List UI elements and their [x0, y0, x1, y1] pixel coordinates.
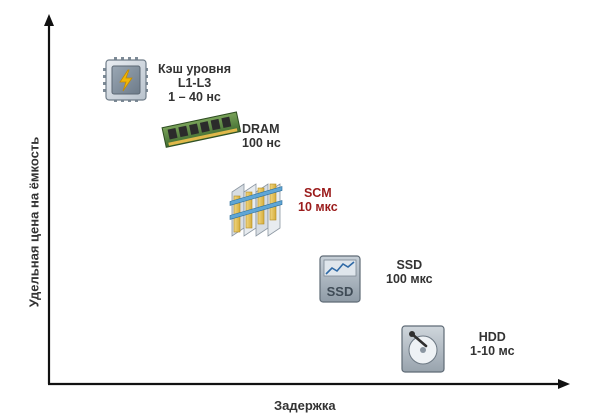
scm-label-line-1: SCM [303, 186, 332, 200]
hdd-label-line-2: 1-10 мс [470, 344, 515, 358]
cache-label-line-1: Кэш уровня [158, 62, 232, 76]
cache-label-line-2: L1-L3 [177, 76, 212, 90]
scm-label: SCM 10 мкс [298, 186, 338, 214]
hdd-icon [401, 325, 445, 373]
y-axis-arrow [44, 14, 54, 26]
y-axis-label: Удельная цена на ёмкость [26, 136, 42, 308]
svg-text:SSD: SSD [327, 284, 354, 299]
ssd-icon: SSD [319, 255, 361, 303]
cpu-chip-icon [103, 57, 148, 102]
ssd-label: SSD 100 мкс [386, 258, 433, 286]
ssd-label-line-2: 100 мкс [386, 272, 433, 286]
x-axis-label: Задержка [274, 398, 336, 413]
scm-label-line-2: 10 мкс [298, 200, 338, 214]
hdd-label: HDD 1-10 мс [470, 330, 515, 358]
hdd-label-line-1: HDD [478, 330, 506, 344]
scm-layers-icon [229, 183, 283, 237]
dram-label-line-1: DRAM [242, 122, 280, 136]
ssd-label-line-1: SSD [396, 258, 423, 272]
cache-label: Кэш уровня L1-L3 1 – 40 нс [158, 62, 231, 104]
ram-module-icon [161, 111, 242, 148]
dram-label: DRAM 100 нс [242, 122, 281, 150]
x-axis-arrow [558, 379, 570, 389]
axes [44, 14, 570, 389]
cache-label-line-3: 1 – 40 нс [168, 90, 221, 104]
dram-label-line-2: 100 нс [242, 136, 281, 150]
